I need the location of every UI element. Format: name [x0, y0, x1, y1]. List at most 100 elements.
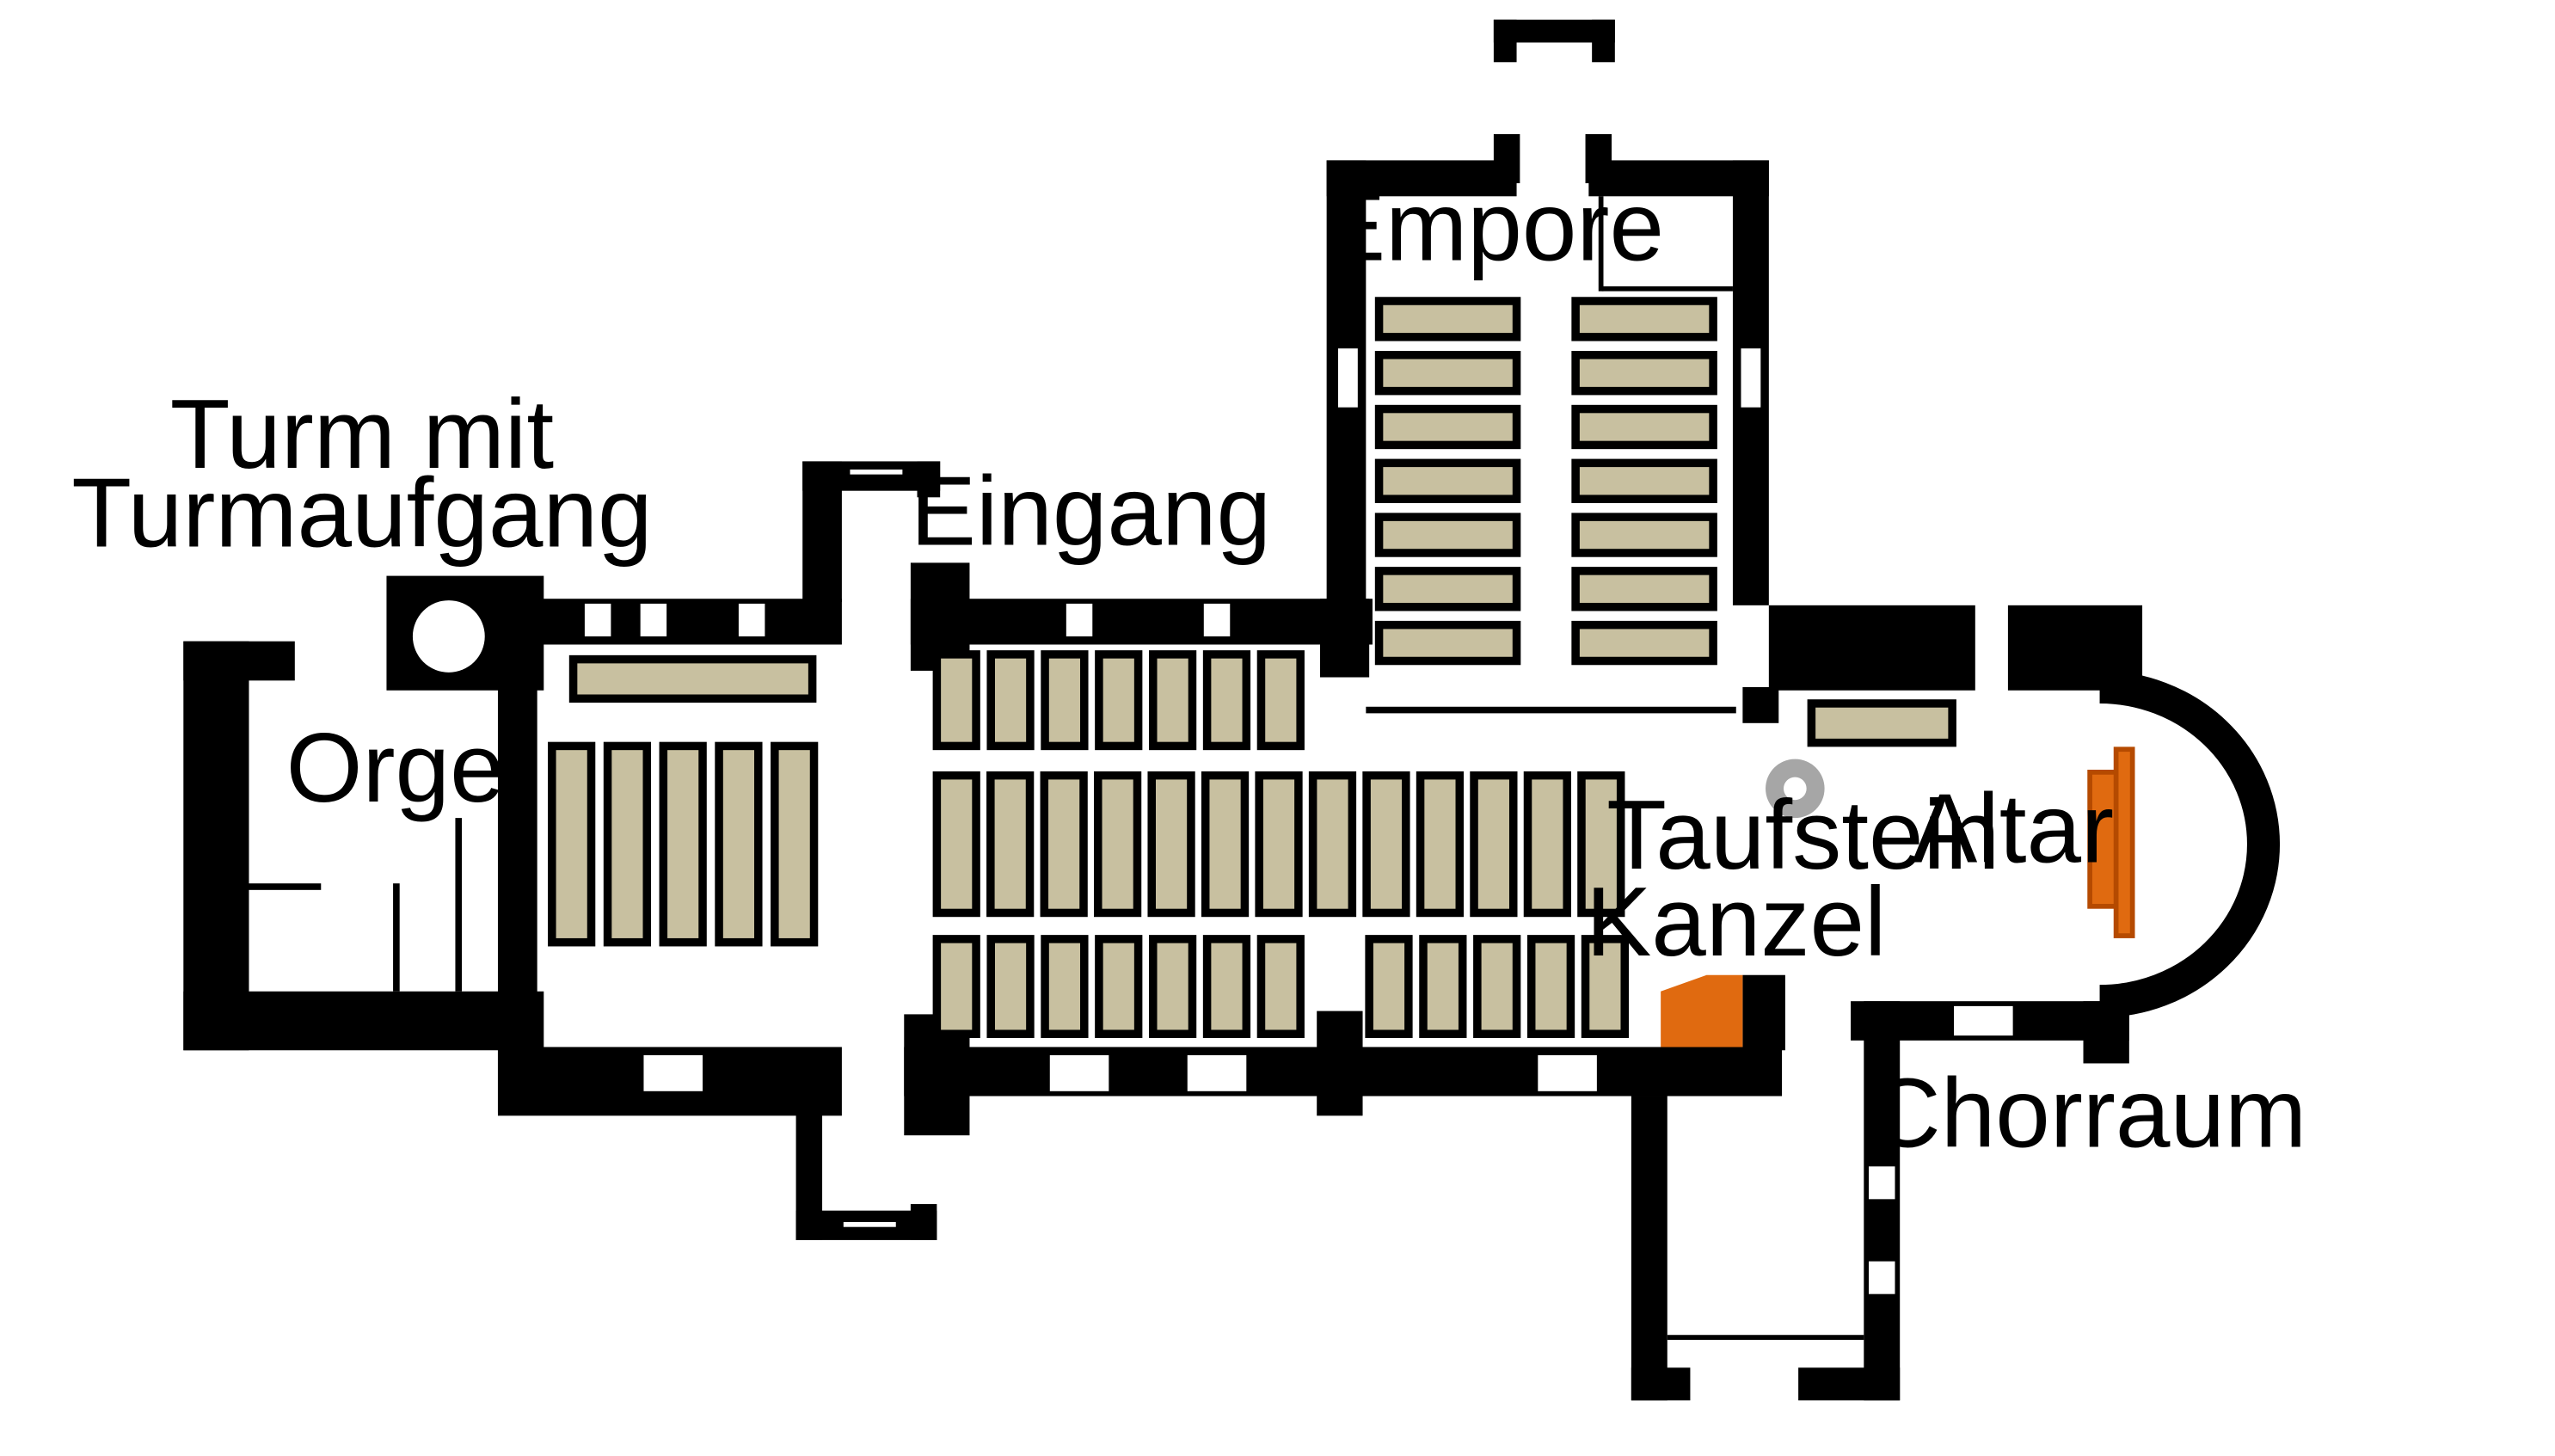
porch-slot [846, 466, 906, 478]
apse-wall [2099, 670, 2280, 1018]
pew [1202, 935, 1251, 1038]
pew [715, 741, 763, 947]
window [640, 1052, 706, 1095]
label-altar: Altar [1912, 775, 2114, 884]
pew [932, 935, 980, 1038]
pew [1095, 650, 1143, 751]
windows [581, 345, 2017, 1298]
pew [932, 650, 980, 751]
pew [1571, 567, 1717, 611]
pew [1571, 458, 1717, 503]
label-chancel: Chorraum [1870, 1060, 2306, 1169]
pew [771, 741, 819, 947]
pew [1416, 771, 1465, 918]
pew [1256, 935, 1305, 1038]
pew [1581, 935, 1630, 1038]
window [1335, 345, 1361, 411]
nave-north-wall-east [910, 599, 1373, 645]
window [1046, 1052, 1113, 1095]
gallery-bottom-line [1366, 706, 1736, 714]
gallery-door-right [1585, 133, 1612, 184]
window [1865, 1257, 1899, 1298]
pew [1201, 771, 1250, 918]
window [1950, 1003, 2017, 1039]
pew [1095, 935, 1143, 1038]
label-tower-line1: Turm mit [170, 380, 554, 489]
pew [1041, 935, 1089, 1038]
north-porch-right [917, 461, 941, 498]
pew [1523, 771, 1571, 918]
organ-divider-h [245, 883, 322, 890]
organ-divider-v [393, 883, 400, 992]
tower-outer-wall [183, 641, 249, 1051]
baptismal-font-basin [1783, 777, 1807, 801]
sacristy-inner-line [1667, 1335, 1864, 1340]
pew [1807, 699, 1956, 747]
pew [1147, 771, 1195, 918]
gallery-inner-line-v [1598, 196, 1604, 292]
window [1534, 1052, 1600, 1095]
pulpit-pier [1742, 974, 1785, 1051]
sacristy-bottom-right [1798, 1367, 1901, 1401]
pew [659, 741, 707, 947]
window [1200, 600, 1234, 640]
porch-slot [840, 1219, 900, 1231]
pew [1470, 771, 1518, 918]
gallery-top-wall-left [1326, 160, 1517, 197]
tower-top-wall [183, 641, 295, 681]
label-pulpit: Kanzel [1586, 868, 1886, 977]
label-tower-line2: Turmaufgang [71, 458, 652, 568]
sacristy-bottom-left [1631, 1367, 1691, 1401]
tower-staircase [412, 600, 485, 673]
label-gallery: Empore [1320, 173, 1664, 282]
pew [1041, 650, 1089, 751]
window [1183, 1052, 1250, 1095]
tower-bottom-wall [183, 991, 544, 1051]
organ-divider-v2 [455, 818, 463, 992]
pew [1571, 513, 1717, 557]
window [636, 600, 670, 640]
gallery-top-wall-right [1588, 160, 1769, 197]
pews [548, 297, 1956, 1038]
pew [1255, 771, 1303, 918]
pew [1571, 404, 1717, 450]
pew [1202, 650, 1251, 751]
gallery-stair-right [1592, 19, 1615, 63]
nave-west-wall [497, 605, 537, 1113]
pew [1473, 935, 1521, 1038]
pew [1094, 771, 1142, 918]
label-font: Taufstein [1606, 781, 1999, 890]
pew [1040, 771, 1088, 918]
pew [1374, 404, 1521, 450]
sacristy-west-wall [1631, 1096, 1668, 1401]
pew [568, 654, 817, 703]
pew [1362, 771, 1410, 918]
pew [1374, 567, 1521, 611]
north-pier-2 [1320, 599, 1370, 678]
pew [986, 935, 1035, 1038]
gallery-door-left [1493, 133, 1520, 184]
crossing-block-north [1768, 605, 1975, 691]
label-organ: Orgel [286, 714, 526, 823]
pew [1374, 620, 1521, 666]
label-entrance: Eingang [911, 458, 1271, 567]
pew [1526, 935, 1575, 1038]
pew [932, 771, 980, 918]
pew [1148, 935, 1197, 1038]
pew [1571, 297, 1717, 341]
altar-step [2113, 746, 2135, 938]
pew [1571, 351, 1717, 396]
pew [1308, 771, 1357, 918]
pew [1374, 297, 1521, 341]
gallery-stair-left [1493, 19, 1517, 63]
pew [1577, 771, 1625, 918]
pew [1571, 620, 1717, 666]
pew [1374, 351, 1521, 396]
pew [1365, 935, 1413, 1038]
pew [1419, 935, 1467, 1038]
gallery-inner-line-h [1601, 286, 1733, 292]
pew [1148, 650, 1197, 751]
south-porch-right [910, 1204, 937, 1240]
pew [1256, 650, 1305, 751]
pew [1374, 458, 1521, 503]
